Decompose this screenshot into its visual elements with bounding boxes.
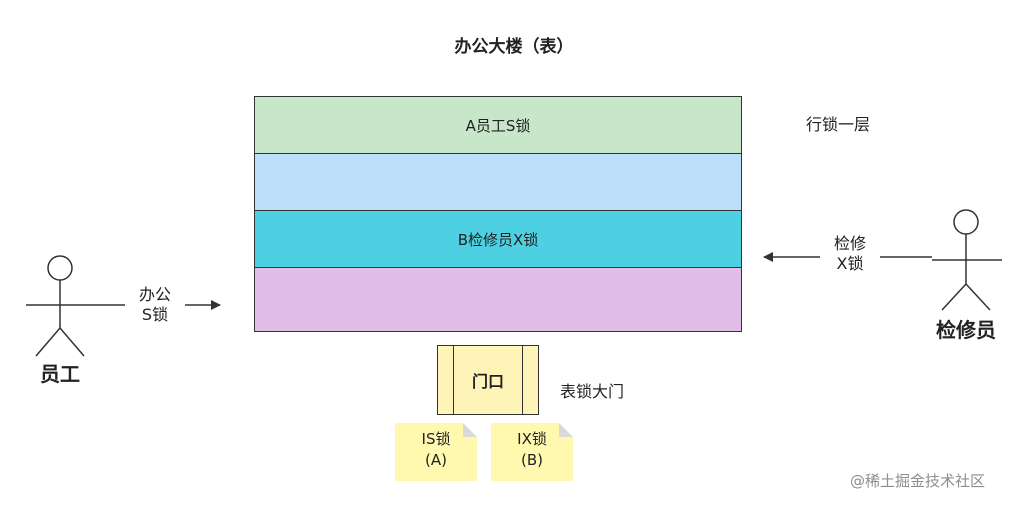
repairman-arrow-line1: 检修 (833, 234, 866, 253)
repairman-label: 检修员 (936, 318, 996, 342)
employee-label: 员工 (40, 362, 80, 386)
ix-lock-note: IX锁 (B) (491, 423, 573, 481)
employee-arrow-line1: 办公 (138, 285, 171, 304)
ix-lock-note-line2: (B) (521, 451, 543, 469)
employee-arrow-label: 办公 S锁 (125, 285, 185, 325)
diagram-title: 办公大楼（表） (454, 37, 574, 57)
floor-2 (255, 154, 741, 211)
door: 门口 (437, 345, 539, 415)
ix-lock-note-line1: IX锁 (517, 430, 547, 448)
floor-3-label: B检修员X锁 (457, 230, 539, 249)
watermark: @稀土掘金技术社区 (850, 472, 986, 490)
is-lock-note: IS锁 (A) (395, 423, 477, 481)
is-lock-note-line1: IS锁 (421, 430, 451, 448)
is-lock-note-line2: (A) (425, 451, 447, 469)
repairman-arrow-line2: X锁 (836, 254, 864, 273)
floor-1-label: A员工S锁 (465, 116, 531, 135)
office-building-table: A员工S锁 B检修员X锁 (254, 96, 742, 332)
floor-3: B检修员X锁 (255, 211, 741, 268)
floor-4 (255, 268, 741, 331)
repairman-arrow-label: 检修 X锁 (820, 234, 880, 274)
table-lock-label: 表锁大门 (560, 382, 625, 401)
repairman-figure (932, 209, 1002, 311)
door-label: 门口 (471, 372, 504, 391)
row-lock-label: 行锁一层 (806, 115, 871, 134)
employee-figure (26, 255, 96, 357)
employee-arrow-line2: S锁 (141, 305, 169, 324)
floor-1: A员工S锁 (255, 97, 741, 154)
